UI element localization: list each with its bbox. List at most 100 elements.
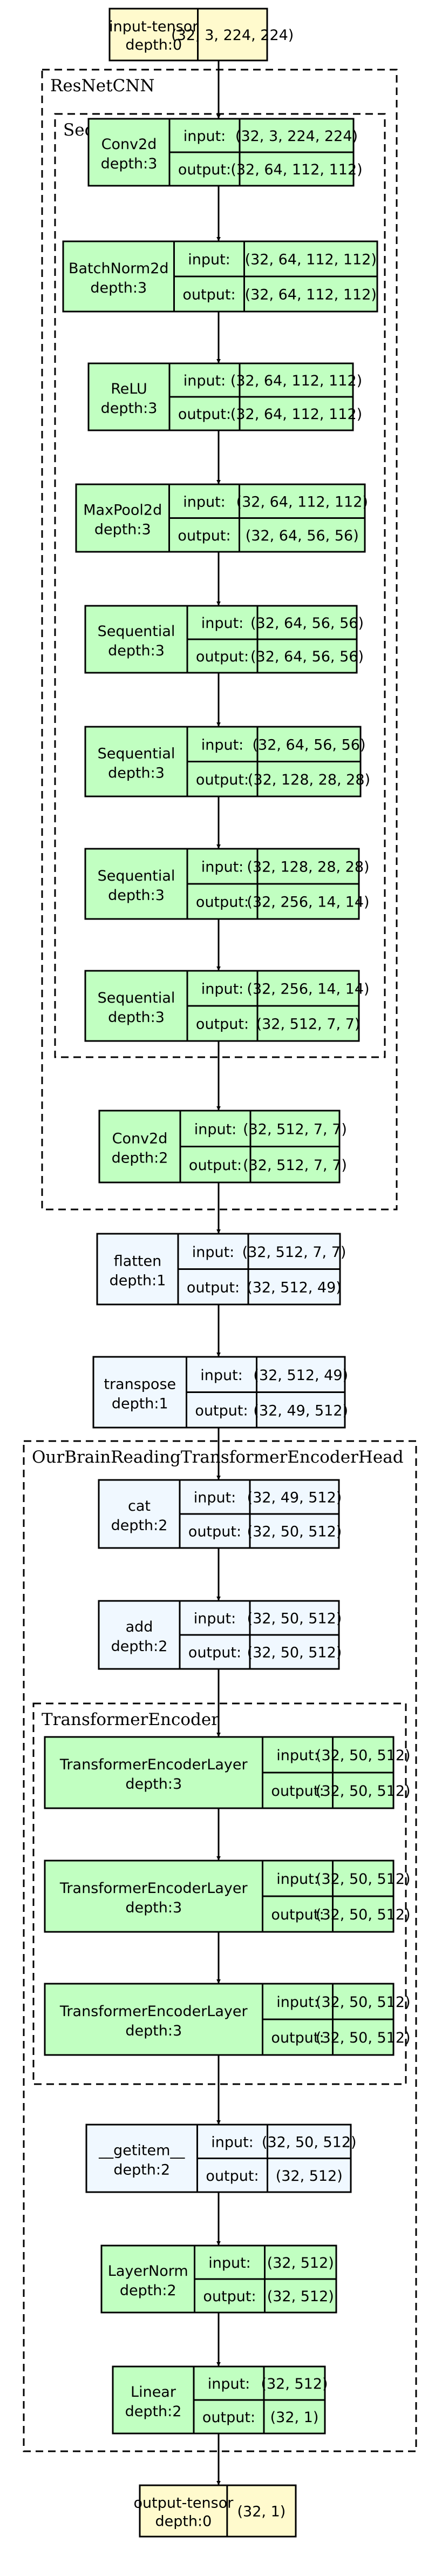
node-input-shape: (32, 64, 112, 112) (236, 493, 368, 510)
node-name: Sequential (98, 623, 175, 640)
node-input-label: input: (194, 1121, 237, 1138)
node-input-shape: (32, 512, 49) (253, 1367, 348, 1384)
node-input-label: input: (201, 615, 244, 632)
node-sequential-1: Sequential depth:3 input: (32, 64, 56, 56)o… (84, 605, 364, 674)
node-depth: depth:3 (101, 155, 158, 172)
node-output-label: output: (196, 648, 249, 665)
node-depth: depth:1 (112, 1396, 168, 1412)
node-output-shape: (32, 64, 56, 56) (250, 648, 364, 665)
node-output-shape: (32, 512) (267, 2288, 334, 2305)
node-depth: depth:2 (111, 1638, 168, 1655)
node-name: Sequential (98, 868, 175, 884)
node-input-shape: (32, 128, 28, 28) (247, 859, 369, 876)
node-input-shape: (32, 50, 512) (316, 1994, 411, 2011)
node-output-shape: (32, 64, 112, 112) (245, 287, 377, 303)
node-input-shape: (32, 512, 7, 7) (242, 1244, 346, 1261)
node-name: Sequential (98, 746, 175, 762)
node-output-shape: (32, 64, 56, 56) (246, 528, 359, 544)
node-output-shape: (32, 50, 512) (316, 1783, 411, 1800)
node-input-label: input: (201, 859, 244, 876)
node-name: output-tensor (134, 2495, 234, 2512)
node-output-label: output: (178, 406, 231, 423)
node-output-label: output: (271, 1783, 324, 1800)
node-input-shape: (32, 512) (267, 2255, 334, 2271)
node-value: (32, 1) (237, 2504, 286, 2520)
node-output-label: output: (178, 161, 231, 178)
node-input-shape: (32, 512) (261, 2376, 328, 2392)
cluster-head: OurBrainReadingTransformerEncoderHead (23, 1440, 417, 2452)
node-output-label: output: (195, 1402, 248, 1419)
node-name: input-tensor (109, 18, 199, 35)
node-depth: depth:3 (90, 280, 147, 296)
node-depth: depth:2 (113, 2162, 170, 2179)
node-output-shape: (32, 256, 14, 14) (247, 894, 369, 911)
node-input-label: input: (194, 1611, 236, 1627)
node-tel-3: TransformerEncoderLayerdepth:3input:(32,… (44, 1983, 411, 2056)
clusters-layer: ResNetCNN SequentialOurBrainReadingTransf… (23, 69, 417, 2452)
node-output-label: output: (196, 894, 249, 911)
node-input-label: input: (183, 128, 226, 145)
node-output-label: output: (182, 287, 235, 303)
node-depth: depth:3 (108, 765, 165, 782)
node-depth: depth:3 (108, 887, 165, 904)
cluster-label: ResNetCNN (50, 76, 155, 96)
node-name: Conv2d (101, 136, 157, 153)
node-output-label: output: (189, 1157, 242, 1174)
node-sequential-3: Sequential depth:3 input:(32, 128, 28, 28)… (84, 848, 370, 920)
node-input-label: input: (194, 1490, 236, 1506)
node-name: ReLU (111, 381, 147, 397)
node-input-label: input: (201, 981, 244, 998)
cluster-border (23, 1440, 417, 2452)
node-name: flatten (114, 1253, 161, 1270)
node-depth: depth:0 (125, 37, 182, 53)
node-output-shape: (32, 50, 512) (247, 1524, 342, 1540)
node-output-label: output: (271, 2030, 324, 2046)
node-input-label: input: (208, 2376, 250, 2392)
cluster-label: TransformerEncoder (42, 1710, 219, 1729)
node-input-shape: (32, 64, 112, 112) (230, 373, 362, 389)
node-output-label: output: (271, 1906, 324, 1923)
node-input-label: input: (211, 2134, 254, 2151)
node-tel-1: TransformerEncoderLayerdepth:3input:(32,… (44, 1736, 411, 1809)
node-name: add (126, 1619, 153, 1635)
node-input-label: input: (276, 1871, 319, 1888)
node-output-shape: (32, 512) (276, 2168, 343, 2185)
cluster-border (54, 113, 386, 1058)
node-output-label: output: (196, 772, 249, 788)
node-input-shape: (32, 64, 56, 56) (253, 736, 366, 753)
cluster-border (32, 1702, 407, 2085)
node-input-label: input: (276, 1994, 319, 2011)
node-name: BatchNorm2d (69, 260, 169, 277)
node-name: Conv2d (112, 1131, 168, 1147)
node-output-shape: (32, 50, 512) (316, 1906, 411, 1923)
node-depth: depth:3 (108, 643, 165, 659)
node-input-shape: (32, 50, 512) (262, 2134, 357, 2151)
node-depth: depth:2 (125, 2403, 182, 2420)
node-name: MaxPool2d (83, 502, 162, 519)
node-output-label: output: (188, 1645, 241, 1661)
node-depth: depth:2 (120, 2282, 176, 2299)
node-depth: depth:3 (108, 1009, 165, 1026)
node-input-label: input: (183, 373, 226, 389)
node-output-label: output: (202, 2409, 255, 2426)
node-input-shape: (32, 50, 512) (247, 1611, 342, 1627)
node-name: TransformerEncoderLayer (59, 2003, 248, 2020)
node-depth: depth:0 (155, 2513, 212, 2530)
cluster-label: OurBrainReadingTransformerEncoderHead (32, 1448, 404, 1467)
node-depth: depth:2 (111, 1517, 168, 1534)
node-output-shape: (32, 49, 512) (253, 1402, 348, 1419)
node-depth: depth:3 (125, 1776, 182, 1793)
node-depth: depth:3 (94, 522, 151, 538)
node-input-shape: (32, 50, 512) (316, 1871, 411, 1888)
